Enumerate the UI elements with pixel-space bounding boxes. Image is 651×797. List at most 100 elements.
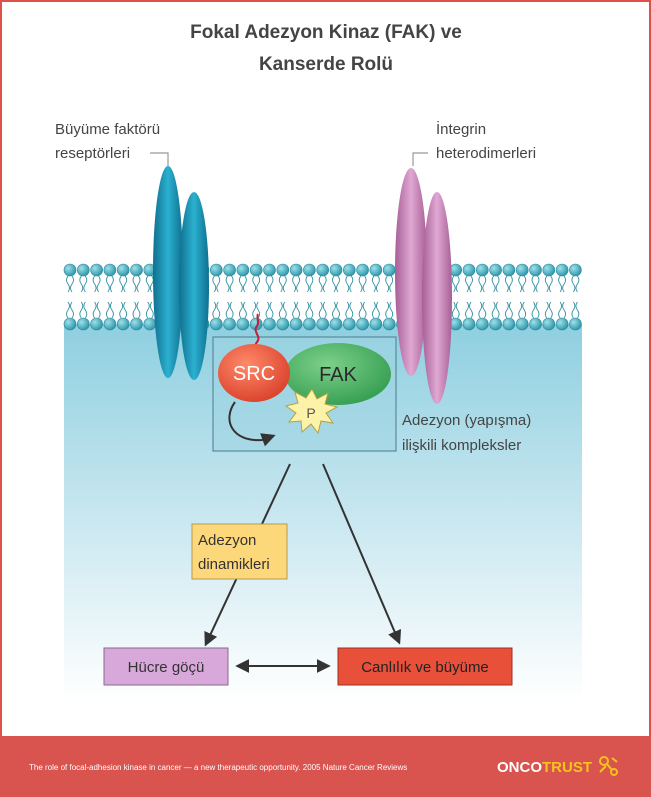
adhesion-dynamics-box	[191, 523, 288, 580]
lipid-head	[289, 317, 303, 331]
lipid-tail	[92, 275, 97, 293]
lipid-tail	[548, 275, 553, 293]
lipid-tail	[491, 275, 496, 293]
lipid-head	[515, 317, 529, 331]
title-line2: Kanserde Rolü	[259, 54, 393, 75]
lipid-tail	[531, 301, 536, 319]
oncotrust-logo: ONCOTRUST	[497, 756, 618, 776]
lipid-tail	[123, 301, 128, 319]
integrin-leader-line	[412, 152, 428, 166]
lipid-tail	[469, 275, 473, 293]
lipid-tail	[371, 301, 376, 319]
lipid-head	[555, 317, 569, 331]
lipid-tail	[465, 301, 469, 319]
lipid-tail	[362, 301, 367, 319]
lipid-head	[569, 317, 582, 331]
lipid-tail	[70, 275, 74, 293]
lipid-tail	[119, 301, 124, 319]
lipid-tail	[145, 301, 150, 319]
lipid-head	[116, 263, 130, 277]
dynamics-label-line1: Adezyon	[198, 532, 256, 549]
lipid-tail	[322, 301, 327, 319]
lipid-head	[475, 263, 489, 277]
integrin-heterodimer	[395, 168, 452, 404]
phosphate-starburst	[284, 388, 339, 435]
lipid-tail	[535, 301, 540, 319]
lipid-tail	[558, 301, 563, 319]
lipid-tail	[332, 301, 336, 319]
lipid-tail	[292, 301, 297, 319]
lipid-tail	[548, 301, 553, 319]
lipid-head	[130, 263, 143, 277]
lipid-tail	[508, 275, 513, 293]
lipid-tail	[504, 301, 509, 319]
lipid-tail	[66, 275, 70, 293]
src-label: SRC	[233, 363, 275, 385]
lipid-head	[90, 317, 103, 331]
lipid-head	[289, 263, 303, 277]
lipid-tail	[296, 275, 301, 293]
lipid-head	[223, 263, 236, 277]
lipid-tail	[242, 275, 247, 293]
lipid-tail	[105, 301, 110, 319]
lipid-tail	[309, 275, 314, 293]
lipid-tail	[522, 301, 527, 319]
lipid-tail	[229, 275, 234, 293]
phosphate-label: P	[306, 405, 315, 421]
lipid-tail	[389, 301, 394, 319]
lipid-tail	[544, 301, 549, 319]
lipid-tail	[349, 275, 354, 293]
arrow-to-survival	[322, 463, 402, 645]
lipid-tail	[495, 301, 500, 319]
lipid-tail	[109, 275, 114, 293]
lipid-head	[542, 263, 556, 277]
lipid-head	[489, 263, 502, 277]
lipid-tail	[238, 275, 243, 293]
lipid-tail	[132, 301, 137, 319]
lipid-head	[356, 263, 369, 277]
lipid-head	[489, 317, 502, 331]
lipid-tail	[269, 301, 274, 319]
lipid-tail	[132, 275, 137, 293]
lipid-tail	[451, 275, 456, 293]
lipid-head	[210, 317, 223, 331]
lipid-head	[382, 263, 396, 277]
lipid-head	[77, 263, 90, 277]
lipid-tail	[238, 301, 243, 319]
lipid-tail	[371, 275, 376, 293]
lipid-tail	[358, 275, 363, 293]
lipid-head	[502, 263, 516, 277]
lipid-tail	[292, 275, 297, 293]
phosphorylation-arrow	[228, 401, 276, 447]
lipid-tail	[229, 301, 234, 319]
lipid-tail	[531, 275, 536, 293]
lipid-head	[382, 317, 396, 331]
dynamics-label-line2: dinamikleri	[198, 556, 270, 573]
lipid-tail	[265, 275, 270, 293]
lipid-head	[356, 317, 369, 331]
lipid-tail	[345, 301, 350, 319]
lipid-tail	[491, 301, 496, 319]
lipid-tail	[375, 301, 380, 319]
lipid-tail	[562, 301, 567, 319]
survival-growth-box	[337, 647, 513, 686]
lipid-head	[63, 263, 77, 277]
lipid-tail	[216, 301, 221, 319]
lipid-head	[63, 317, 77, 331]
lipid-tail	[336, 275, 340, 293]
lipid-head	[569, 263, 582, 277]
lipid-tail	[252, 275, 257, 293]
lipid-tail	[212, 275, 217, 293]
lipid-head	[529, 317, 542, 331]
lipid-tail	[504, 275, 509, 293]
lipid-tail	[482, 301, 487, 319]
growth-receptor-label-line2: reseptörleri	[55, 145, 130, 162]
lipid-tail	[70, 301, 74, 319]
lipid-tail	[571, 301, 576, 319]
lipid-tail	[83, 301, 88, 319]
lipid-tail	[465, 275, 469, 293]
lipid-tail	[575, 301, 580, 319]
lipid-head	[77, 317, 90, 331]
